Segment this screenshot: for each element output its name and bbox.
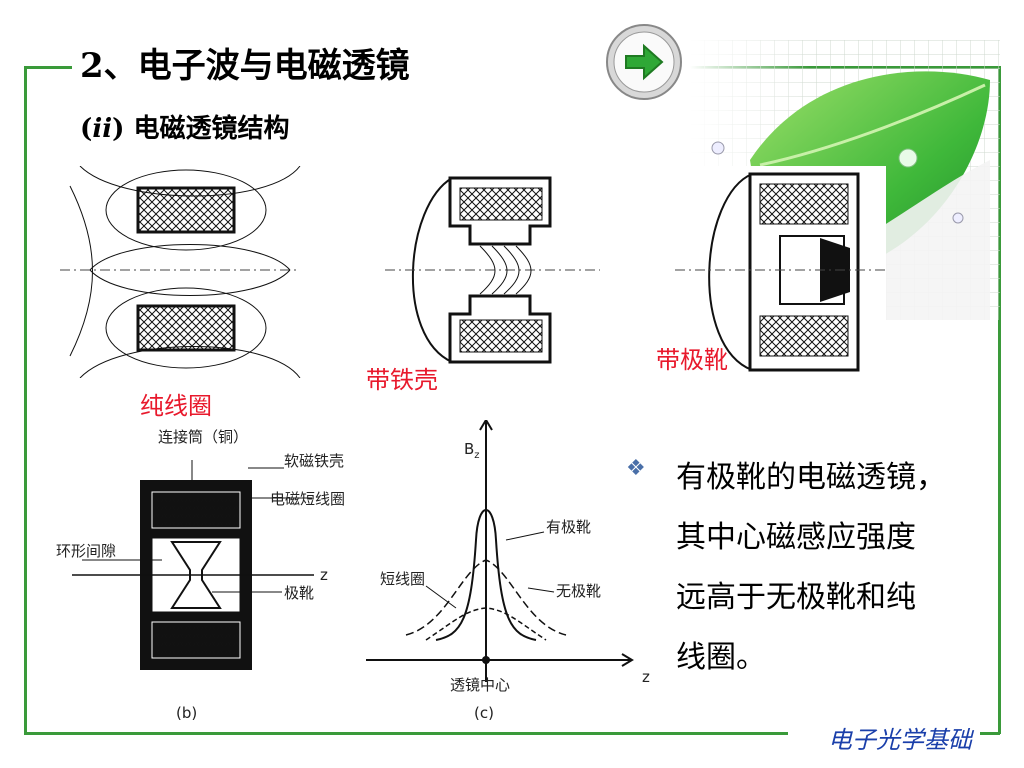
- page-title: 2、电子波与电磁透镜: [80, 46, 410, 86]
- bullet-text: 有极靴的电磁透镜， 其中心磁感应强度 远高于无极靴和纯 线圈。: [676, 460, 946, 675]
- curve-label-pole-shoe: 有极靴: [546, 518, 591, 536]
- label-pole-shoe: 带极靴: [656, 346, 728, 374]
- label-iron-shell: 带铁壳: [366, 366, 438, 394]
- frame-left: [24, 66, 27, 734]
- footer-course-title: 电子光学基础: [828, 726, 972, 754]
- curve-label-no-pole-shoe: 无极靴: [556, 582, 601, 600]
- frame-right: [998, 66, 1001, 734]
- pole-shoe-cross-section-diagram: 连接筒（铜） 软磁铁壳 电磁短线圈 环形间隙 极靴 z (b): [52, 420, 362, 730]
- pole-shoe-diagram: [675, 172, 886, 372]
- callout-pole-shoe: 极靴: [284, 584, 314, 602]
- caption-c: (c): [474, 704, 494, 722]
- next-button[interactable]: [604, 22, 684, 102]
- callout-annular-gap: 环形间隙: [56, 542, 116, 560]
- lens-structure-diagrams: [60, 166, 886, 378]
- pure-coil-diagram: [60, 166, 301, 378]
- frame-bottom-right: [980, 732, 1000, 735]
- frame-top-left: [24, 66, 72, 69]
- callout-short-coil: 电磁短线圈: [270, 490, 345, 508]
- caption-b: (b): [176, 704, 197, 722]
- callout-soft-iron-shell: 软磁铁壳: [284, 452, 344, 470]
- curve-label-short-coil: 短线圈: [380, 570, 425, 588]
- diamond-bullet-icon: ❖: [626, 456, 646, 481]
- axis-y-label: Bz: [464, 440, 480, 461]
- axis-z-label: z: [320, 566, 328, 584]
- iron-shell-diagram: [385, 176, 600, 364]
- label-pure-coil: 纯线圈: [140, 392, 212, 420]
- arrow-right-icon: [606, 24, 682, 100]
- frame-bottom: [24, 732, 788, 735]
- callout-connector: 连接筒（铜）: [158, 428, 248, 446]
- lens-center-label: 透镜中心: [450, 676, 510, 694]
- axis-x-label: z: [642, 668, 650, 686]
- field-distribution-plot: Bz z 有极靴 无极靴 短线圈 透镜中心 (c): [366, 420, 656, 730]
- section-subtitle: (ii) 电磁透镜结构: [80, 114, 290, 144]
